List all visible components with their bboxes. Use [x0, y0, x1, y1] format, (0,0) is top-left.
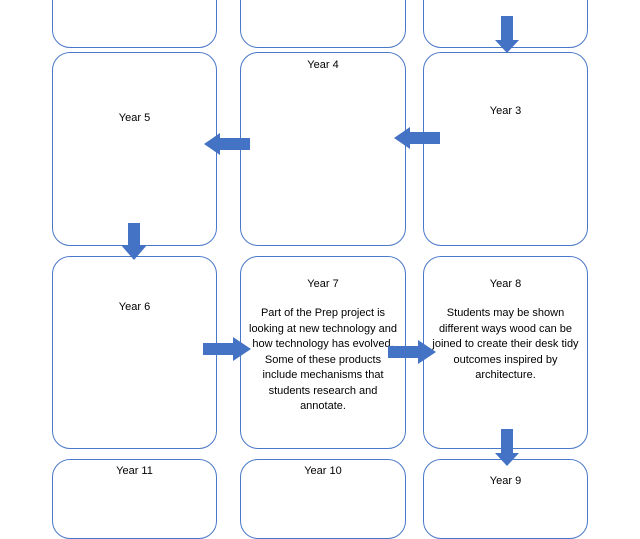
year-9-title: Year 9: [489, 475, 522, 487]
arrow-down-icon: [495, 16, 519, 53]
arrow-right-icon: [388, 340, 436, 364]
box-year-11: Year 11: [52, 459, 217, 539]
arrow-down-icon: [121, 223, 147, 260]
year-5-title: Year 5: [118, 112, 151, 124]
box-year-9: Year 9: [423, 459, 588, 539]
year-7-description: Part of the Prep project is looking at n…: [249, 307, 397, 412]
arrow-year5-to-year6: [121, 223, 147, 260]
box-top-middle: [240, 0, 406, 48]
arrow-year8-to-year9: [495, 429, 519, 466]
year-8-description: Students may be shown different ways woo…: [432, 307, 579, 381]
arrow-top-right-to-year3: [495, 16, 519, 53]
box-year-6: Year 6: [52, 256, 217, 449]
box-year-3: Year 3: [423, 52, 588, 246]
arrow-year7-to-year8: [388, 340, 436, 364]
box-year-4: Year 4: [240, 52, 406, 246]
year-8-title: Year 8: [489, 278, 522, 290]
arrow-year4-to-year5: [204, 133, 250, 155]
year-3-title: Year 3: [489, 105, 522, 117]
arrow-right-icon: [203, 337, 251, 361]
arrow-left-icon: [394, 127, 440, 149]
year-11-title: Year 11: [116, 465, 153, 477]
year-6-title: Year 6: [118, 301, 151, 313]
year-7-title: Year 7: [307, 278, 339, 290]
arrow-left-icon: [204, 133, 250, 155]
arrow-year3-to-year4: [394, 127, 440, 149]
box-year-8: Year 8 Students may be shown different w…: [423, 256, 588, 449]
arrow-year6-to-year7: [203, 337, 251, 361]
box-year-10: Year 10: [240, 459, 406, 539]
box-year-5: Year 5: [52, 52, 217, 246]
box-year-7: Year 7 Part of the Prep project is looki…: [240, 256, 406, 449]
year-4-title: Year 4: [307, 59, 339, 71]
year-10-title: Year 10: [304, 465, 342, 477]
arrow-down-icon: [495, 429, 519, 466]
box-top-left: [52, 0, 217, 48]
